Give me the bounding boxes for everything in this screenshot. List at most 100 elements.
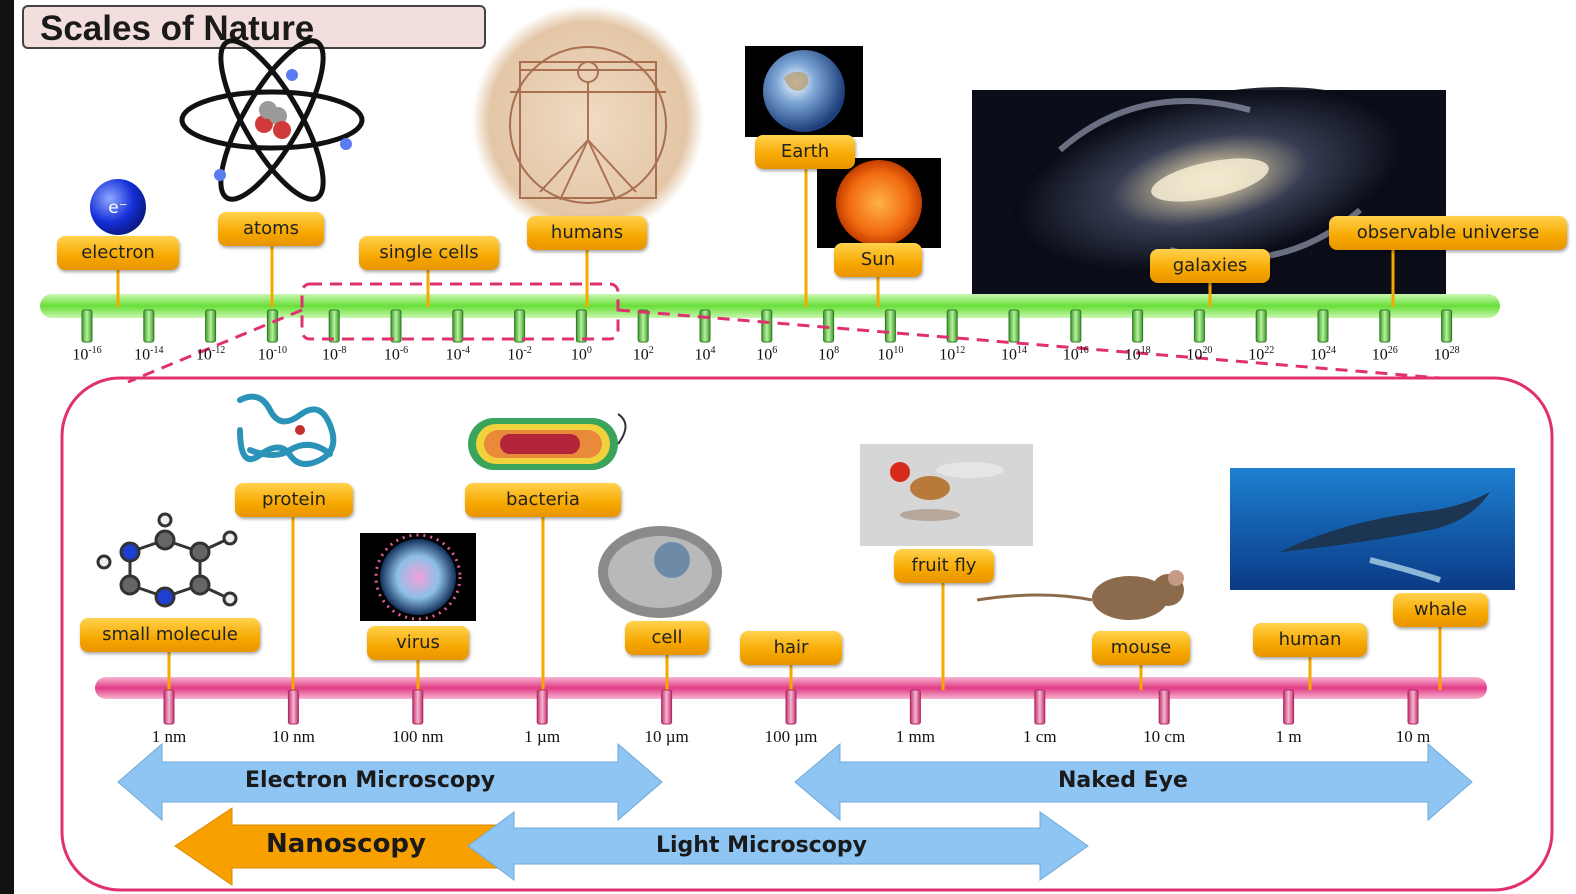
top-tick-label: 1018 bbox=[1125, 345, 1151, 364]
electron-symbol: e⁻ bbox=[108, 198, 127, 218]
bottom-tick-mark bbox=[910, 690, 920, 724]
top-scale-label: galaxies bbox=[1150, 249, 1270, 283]
electron-picture: e⁻ bbox=[90, 179, 146, 235]
tick-base: 10 bbox=[1248, 346, 1264, 363]
tick-base: 10 bbox=[134, 346, 150, 363]
nanoscopy-label: Nanoscopy bbox=[266, 829, 426, 859]
bottom-tick-mark bbox=[1408, 690, 1418, 724]
bottom-tick-label: 1 µm bbox=[524, 727, 560, 747]
tick-base: 10 bbox=[196, 346, 212, 363]
tick-exponent: 12 bbox=[955, 345, 965, 356]
top-tick-mark bbox=[267, 310, 277, 342]
tick-exponent: -2 bbox=[523, 345, 531, 356]
top-scale-label: humans bbox=[527, 216, 647, 250]
tick-base: 10 bbox=[633, 346, 649, 363]
light-microscopy-label: Light Microscopy bbox=[656, 833, 867, 858]
electron-microscopy-label: Electron Microscopy bbox=[245, 768, 495, 793]
bottom-tick-label: 10 µm bbox=[644, 727, 688, 747]
bottom-scale-label: bacteria bbox=[465, 483, 621, 517]
top-tick-label: 1024 bbox=[1310, 345, 1336, 364]
bottom-tick-mark bbox=[1035, 690, 1045, 724]
top-tick-label: 1016 bbox=[1063, 345, 1089, 364]
bottom-scale-label: protein bbox=[235, 483, 353, 517]
tick-exponent: 28 bbox=[1450, 345, 1460, 356]
tick-exponent: 14 bbox=[1017, 345, 1027, 356]
bottom-tick-mark bbox=[1159, 690, 1169, 724]
top-tick-mark bbox=[700, 310, 710, 342]
top-tick-mark bbox=[1133, 310, 1143, 342]
bottom-tick-mark bbox=[288, 690, 298, 724]
top-tick-label: 1010 bbox=[877, 345, 903, 364]
tick-base: 10 bbox=[939, 346, 955, 363]
bottom-scale-label: hair bbox=[740, 631, 842, 665]
tick-exponent: -16 bbox=[88, 345, 101, 356]
tick-base: 10 bbox=[877, 346, 893, 363]
tick-exponent: -10 bbox=[274, 345, 287, 356]
tick-base: 10 bbox=[756, 346, 772, 363]
top-scale-label: Sun bbox=[834, 243, 922, 277]
tick-base: 10 bbox=[1001, 346, 1017, 363]
whale-picture bbox=[1230, 468, 1515, 590]
sun-picture bbox=[817, 158, 941, 248]
atom-picture bbox=[182, 28, 362, 212]
tick-base: 10 bbox=[446, 346, 462, 363]
top-scale-label: single cells bbox=[359, 236, 499, 270]
tick-base: 10 bbox=[1434, 346, 1450, 363]
tick-base: 10 bbox=[571, 346, 587, 363]
cell-picture bbox=[568, 522, 768, 622]
top-tick-label: 104 bbox=[695, 345, 716, 364]
top-tick-mark bbox=[329, 310, 339, 342]
tick-base: 10 bbox=[1125, 346, 1141, 363]
naked-eye-label: Naked Eye bbox=[1058, 768, 1188, 793]
top-tick-label: 10-14 bbox=[134, 345, 163, 364]
bottom-tick-mark bbox=[413, 690, 423, 724]
tick-exponent: -12 bbox=[212, 345, 225, 356]
top-scale-label: atoms bbox=[218, 212, 324, 246]
top-tick-mark bbox=[515, 310, 525, 342]
top-scale-label: Earth bbox=[755, 135, 855, 169]
top-tick-label: 10-2 bbox=[507, 345, 531, 364]
top-tick-mark bbox=[638, 310, 648, 342]
top-tick-mark bbox=[144, 310, 154, 342]
tick-exponent: 4 bbox=[711, 345, 716, 356]
tick-base: 10 bbox=[1372, 346, 1388, 363]
top-tick-label: 1014 bbox=[1001, 345, 1027, 364]
tick-exponent: -14 bbox=[150, 345, 163, 356]
top-tick-mark bbox=[206, 310, 216, 342]
top-tick-mark bbox=[1318, 310, 1328, 342]
small-molecule-picture bbox=[98, 514, 236, 606]
bottom-tick-label: 1 m bbox=[1276, 727, 1302, 747]
tick-base: 10 bbox=[384, 346, 400, 363]
top-tick-label: 106 bbox=[756, 345, 777, 364]
bottom-tick-label: 10 cm bbox=[1143, 727, 1185, 747]
fruit-fly-picture bbox=[860, 444, 1033, 546]
bottom-scale-label: fruit fly bbox=[894, 549, 994, 583]
top-tick-mark bbox=[1442, 310, 1452, 342]
tick-base: 10 bbox=[507, 346, 523, 363]
bottom-scale-label: whale bbox=[1393, 593, 1488, 627]
top-tick-label: 1012 bbox=[939, 345, 965, 364]
bottom-tick-label: 100 µm bbox=[765, 727, 818, 747]
bottom-scale-label: cell bbox=[625, 621, 709, 655]
bottom-tick-mark bbox=[786, 690, 796, 724]
tick-exponent: 26 bbox=[1388, 345, 1398, 356]
bottom-tick-mark bbox=[164, 690, 174, 724]
top-scale-label: observable universe bbox=[1329, 216, 1567, 250]
top-tick-mark bbox=[1194, 310, 1204, 342]
bottom-scale-label: human bbox=[1253, 623, 1367, 657]
top-tick-label: 10-16 bbox=[72, 345, 101, 364]
tick-exponent: -6 bbox=[400, 345, 408, 356]
tick-exponent: 0 bbox=[587, 345, 592, 356]
tick-base: 10 bbox=[1186, 346, 1202, 363]
earth-picture bbox=[745, 46, 863, 137]
bacteria-picture bbox=[468, 414, 626, 470]
bottom-tick-label: 10 nm bbox=[272, 727, 315, 747]
bottom-tick-label: 1 nm bbox=[152, 727, 186, 747]
tick-exponent: -4 bbox=[462, 345, 470, 356]
top-tick-mark bbox=[391, 310, 401, 342]
bottom-scale-label: mouse bbox=[1092, 631, 1190, 665]
top-tick-label: 102 bbox=[633, 345, 654, 364]
bottom-tick-label: 100 nm bbox=[392, 727, 443, 747]
protein-picture bbox=[240, 397, 333, 464]
tick-base: 10 bbox=[695, 346, 711, 363]
